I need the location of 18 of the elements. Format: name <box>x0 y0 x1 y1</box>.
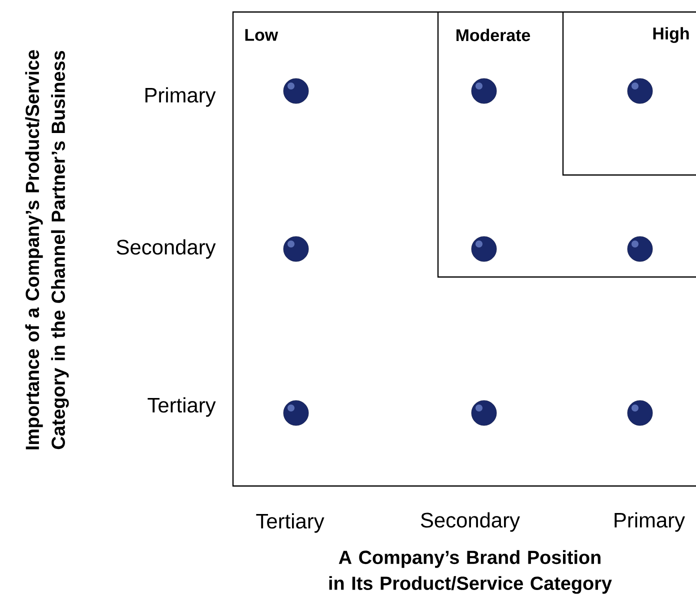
dot-marker <box>471 78 497 104</box>
dot-marker <box>283 400 309 426</box>
column-label: Primary <box>614 512 685 532</box>
axis-title: Importance of a Company’s Product/Service Category in the Channel Partner’s Business <box>25 50 69 450</box>
row-label: Tertiary <box>148 397 216 417</box>
dot-marker <box>283 78 309 104</box>
zone-region: High <box>562 12 696 176</box>
dot-marker <box>627 400 653 426</box>
dot-marker <box>627 78 653 104</box>
row-label: Primary <box>145 87 216 107</box>
column-label: Tertiary <box>256 513 324 533</box>
axis-title: A Company’s Brand Position in Its Product/Service Category <box>329 550 612 594</box>
dot-marker <box>471 400 497 426</box>
dot-marker <box>283 236 309 262</box>
row-label: Secondary <box>116 239 216 259</box>
column-label: Secondary <box>420 512 520 532</box>
dot-marker <box>627 236 653 262</box>
dot-marker <box>471 236 497 262</box>
